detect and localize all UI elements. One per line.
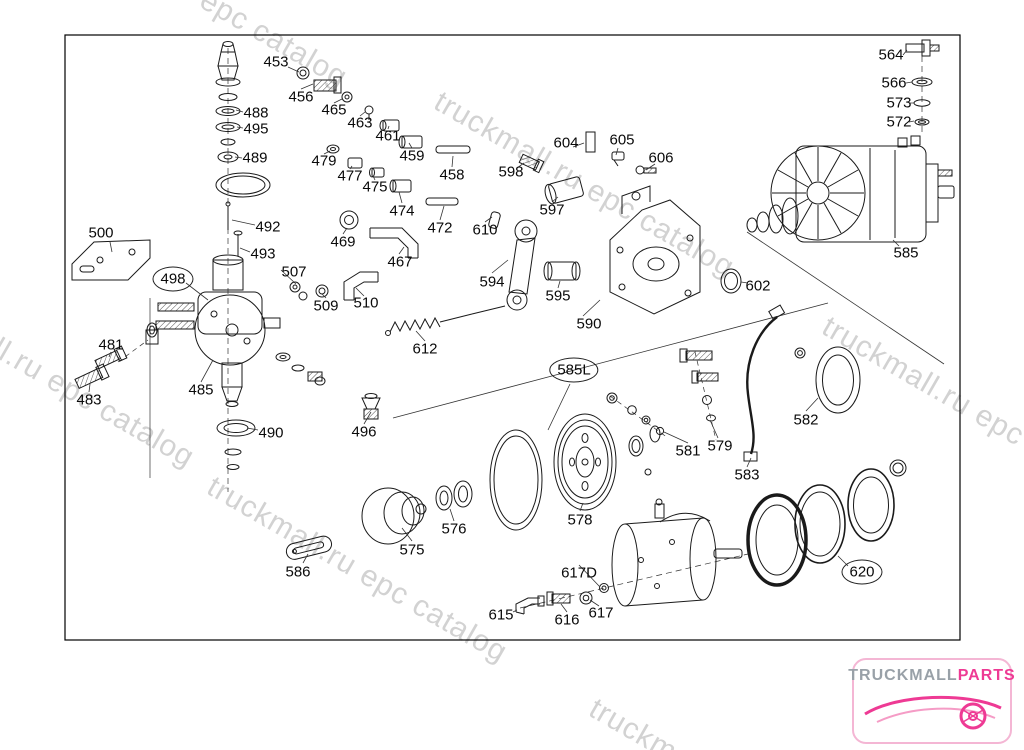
fastener-row xyxy=(296,66,471,206)
fittings-615-617 xyxy=(515,591,593,615)
bolts-579 xyxy=(679,348,719,422)
cylinder-595 xyxy=(543,261,581,281)
ring-490-group xyxy=(146,322,256,470)
fitting-564-group xyxy=(905,39,940,126)
logo-brand-text: TRUCKMALL xyxy=(848,667,958,684)
logo-swoosh-icon xyxy=(864,695,1002,730)
diaphragm-group xyxy=(361,429,543,545)
construction-lines xyxy=(117,48,945,609)
figure-frame xyxy=(64,34,961,641)
small-parts-604-606 xyxy=(585,131,657,175)
fitting-483 xyxy=(74,363,110,390)
logo-text: TRUCKMALLPARTS xyxy=(848,668,1015,684)
pump-canister-617D xyxy=(599,498,743,607)
spring-612 xyxy=(385,305,506,336)
lever-594 xyxy=(506,219,538,311)
leader-lines xyxy=(88,49,915,613)
link-586 xyxy=(285,535,333,560)
elbow-fittings xyxy=(289,210,419,301)
bracket-500 xyxy=(71,239,151,281)
brand-logo: TRUCKMALLPARTS xyxy=(848,658,1015,744)
gasket-582 xyxy=(794,346,861,414)
seal-rings-620 xyxy=(746,459,907,587)
hose-583 xyxy=(743,304,786,462)
fitting-598 xyxy=(518,153,545,174)
bracket-590 xyxy=(609,185,701,315)
rings-581 xyxy=(606,392,665,436)
fitting-481 xyxy=(94,345,128,370)
pulley-578 xyxy=(553,413,661,511)
starter-motor-585 xyxy=(746,135,955,243)
injector-stack xyxy=(215,41,271,256)
pin-610 xyxy=(488,211,501,229)
fitting-496 xyxy=(361,393,381,420)
carburetor-body xyxy=(145,254,326,407)
logo-suffix-text: PARTS xyxy=(957,667,1016,684)
o-ring-602 xyxy=(720,268,742,294)
cylinder-597 xyxy=(544,176,584,205)
